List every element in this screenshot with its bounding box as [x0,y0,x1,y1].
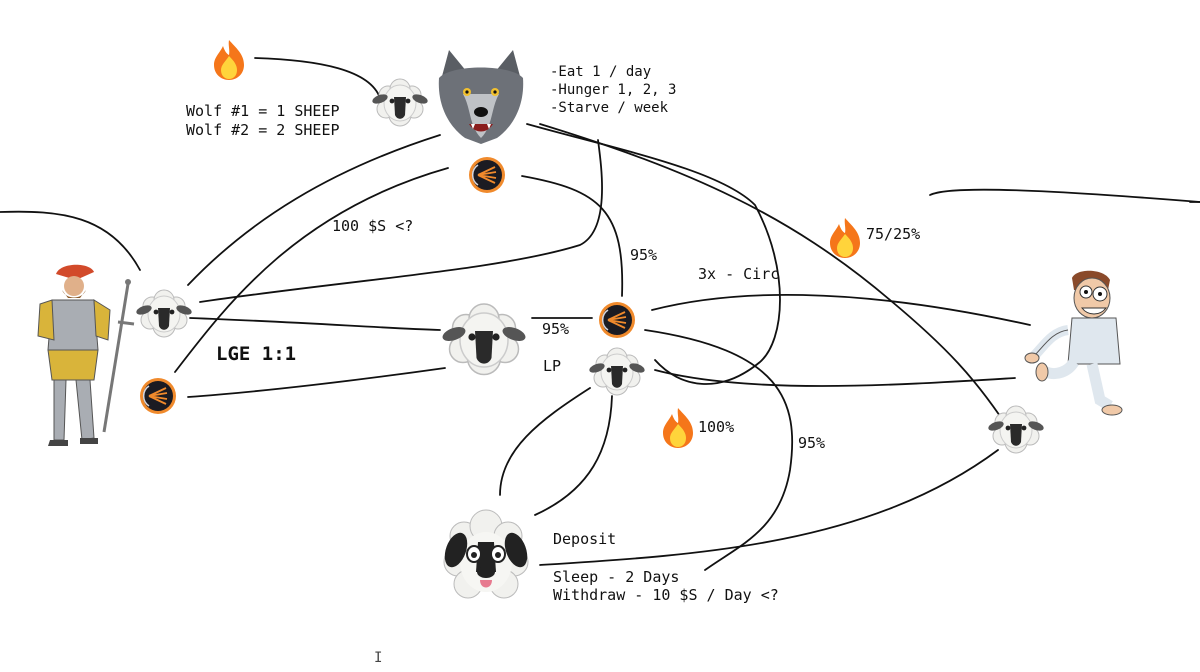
deposit-label: Deposit [553,530,617,548]
lp-label: LP [543,357,562,375]
fire-icon [830,218,860,258]
wolf-note-starve: -Starve / week [550,100,669,116]
percent-95-lp: 95% [542,320,570,338]
percent-95-top: 95% [630,246,658,264]
circulation-label: 3x - Circ [698,265,780,283]
text-cursor-icon: I [374,650,383,666]
wolf-rule-2: Wolf #2 = 2 SHEEP [186,121,340,139]
burn-100-label: 100% [698,418,735,436]
lge-label: LGE 1:1 [216,343,297,365]
withdraw-label: Withdraw - 10 $S / Day <? [553,586,779,604]
madman-icon [1024,270,1123,416]
sheep-icon [134,289,194,338]
token-icon [468,156,506,194]
sheep-icon [587,347,647,396]
split-label: 75/25% [866,225,921,243]
connector-lines [0,57,1200,571]
price-question-label: 100 $S <? [332,217,414,235]
sheep-icon [986,405,1046,454]
sheep-icon [370,78,430,127]
wolf-note-hunger: -Hunger 1, 2, 3 [550,82,677,98]
fire-icon [214,40,244,80]
token-icon [139,377,177,415]
wolf-icon [438,50,524,144]
sheepdog-icon [443,509,529,599]
knight-icon [37,264,135,446]
wolf-rule-1: Wolf #1 = 1 SHEEP [186,102,340,120]
wolf-note-eat: -Eat 1 / day [550,64,652,80]
sheep-icon [439,303,529,376]
token-icon [598,301,636,339]
fire-icon [663,408,693,448]
sleep-label: Sleep - 2 Days [553,568,680,586]
percent-95-right: 95% [798,434,826,452]
